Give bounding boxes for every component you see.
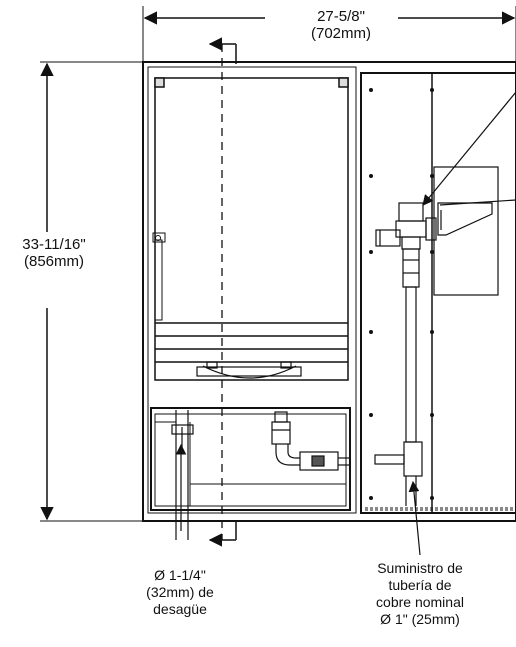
drain-callout: Ø 1-1/4" (32mm) de desagüe: [110, 567, 250, 618]
tank-unit: [154, 77, 349, 381]
cabinet-outline: [142, 61, 516, 522]
mounting-bracket: [433, 166, 499, 296]
drain-callout-line-1: Ø 1-1/4": [154, 567, 206, 583]
height-dimension-label: 33-11/16" (856mm): [4, 236, 104, 270]
supply-pipe: [374, 202, 437, 506]
extension-lines: [40, 6, 516, 522]
drain-callout-line-2: (32mm) de: [146, 584, 214, 600]
supply-callout-line-4: Ø 1" (25mm): [380, 611, 460, 627]
width-dimension-label: 27-5/8" (702mm): [286, 8, 396, 42]
rivets: [369, 88, 434, 500]
tank-side-pipe: [152, 232, 166, 321]
supply-callout-line-3: cobre nominal: [376, 594, 464, 610]
width-metric: (702mm): [310, 25, 371, 42]
width-imperial: 27-5/8": [317, 8, 365, 25]
section-arrows: [208, 37, 237, 547]
drain-callout-line-3: desagüe: [153, 601, 207, 617]
lower-compartment: [150, 407, 351, 511]
side-panel: [360, 72, 516, 514]
drawer-handle: [196, 361, 302, 379]
lower-valve: [271, 411, 350, 471]
supply-callout: Suministro de tubería de cobre nominal Ø…: [345, 560, 495, 628]
supply-callout-line-2: tubería de: [388, 577, 452, 593]
leader-lines: [175, 91, 516, 556]
supply-callout-line-1: Suministro de: [377, 560, 463, 576]
height-metric: (856mm): [23, 253, 84, 270]
height-imperial: 33-11/16": [22, 236, 86, 253]
